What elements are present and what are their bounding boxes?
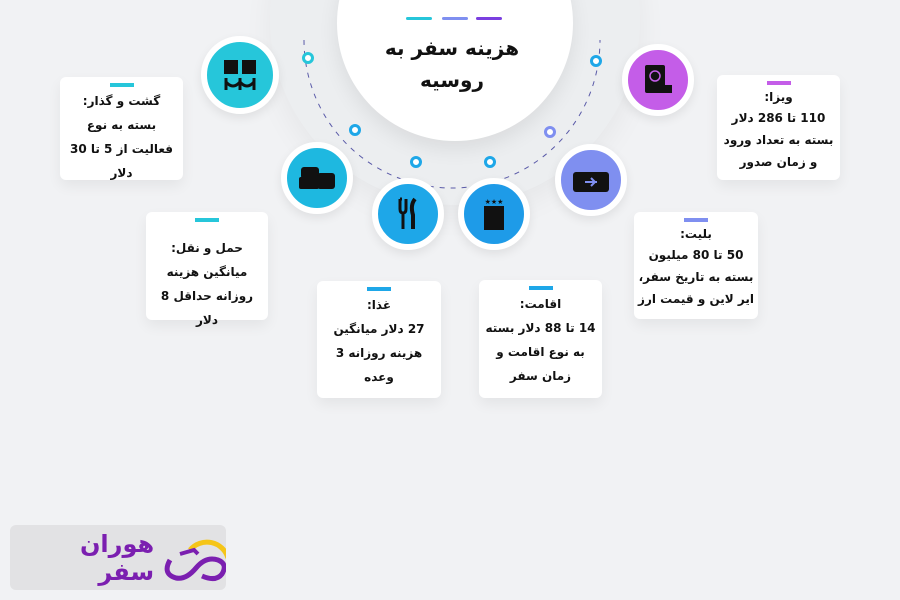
card-body: 110 تا 286 دلار بسته به تعداد ورود و زما… (723, 111, 834, 169)
plane-ticket-icon (555, 144, 627, 216)
arc-dot (544, 126, 556, 138)
arc-dot (410, 156, 422, 168)
info-card-food: غذا: 27 دلار میانگین هزینه روزانه 3 وعده (317, 281, 441, 398)
card-body: 14 تا 88 دلار بسته به نوع اقامت و زمان س… (485, 321, 596, 383)
card-heading: گشت و گذار: (82, 94, 161, 108)
hotel-icon: ★★★ (458, 178, 530, 250)
info-card-ticket: بلیت: 50 تا 80 میلیون بسته به تاریخ سفر، … (634, 212, 758, 319)
arc-dot (349, 124, 361, 136)
card-body: بسته به نوع فعالیت از 5 تا 30 دلار (69, 118, 174, 180)
info-card-visa: ویزا: 110 تا 286 دلار بسته به تعداد ورود … (717, 75, 840, 180)
card-heading: حمل و نقل: (171, 241, 243, 255)
info-card-accommodation: اقامت: 14 تا 88 دلار بسته به نوع اقامت و … (479, 280, 602, 398)
card-heading: ویزا: (764, 90, 793, 104)
passport-icon (622, 44, 694, 116)
card-heading: غذا: (366, 298, 392, 312)
attraction-icon (201, 36, 279, 114)
card-body: میانگین هزینه روزانه حداقل 8 دلار (160, 265, 254, 327)
card-heading: اقامت: (519, 297, 562, 311)
cars-icon (281, 142, 353, 214)
arc-dot (484, 156, 496, 168)
arc-dot (590, 55, 602, 67)
accent-dash (476, 17, 502, 20)
info-card-attractions: گشت و گذار: بسته به نوع فعالیت از 5 تا 30… (60, 77, 183, 180)
svg-text:★★★: ★★★ (485, 198, 504, 206)
card-heading: بلیت: (680, 227, 712, 241)
fork-knife-icon (372, 178, 444, 250)
logo: هوران سفر (10, 525, 226, 590)
card-body: 50 تا 80 میلیون بسته به تاریخ سفر، ایر ل… (638, 248, 754, 306)
card-body: 27 دلار میانگین هزینه روزانه 3 وعده (333, 322, 425, 384)
arc-dot (302, 52, 314, 64)
page-title: هزینه سفر به روسیه (384, 36, 520, 92)
info-card-transport: حمل و نقل: میانگین هزینه روزانه حداقل 8 د… (146, 212, 268, 327)
accent-dash (442, 17, 468, 20)
accent-dash (406, 17, 432, 20)
logo-text: هوران سفر (79, 529, 155, 586)
logo-mark-icon (164, 539, 226, 582)
